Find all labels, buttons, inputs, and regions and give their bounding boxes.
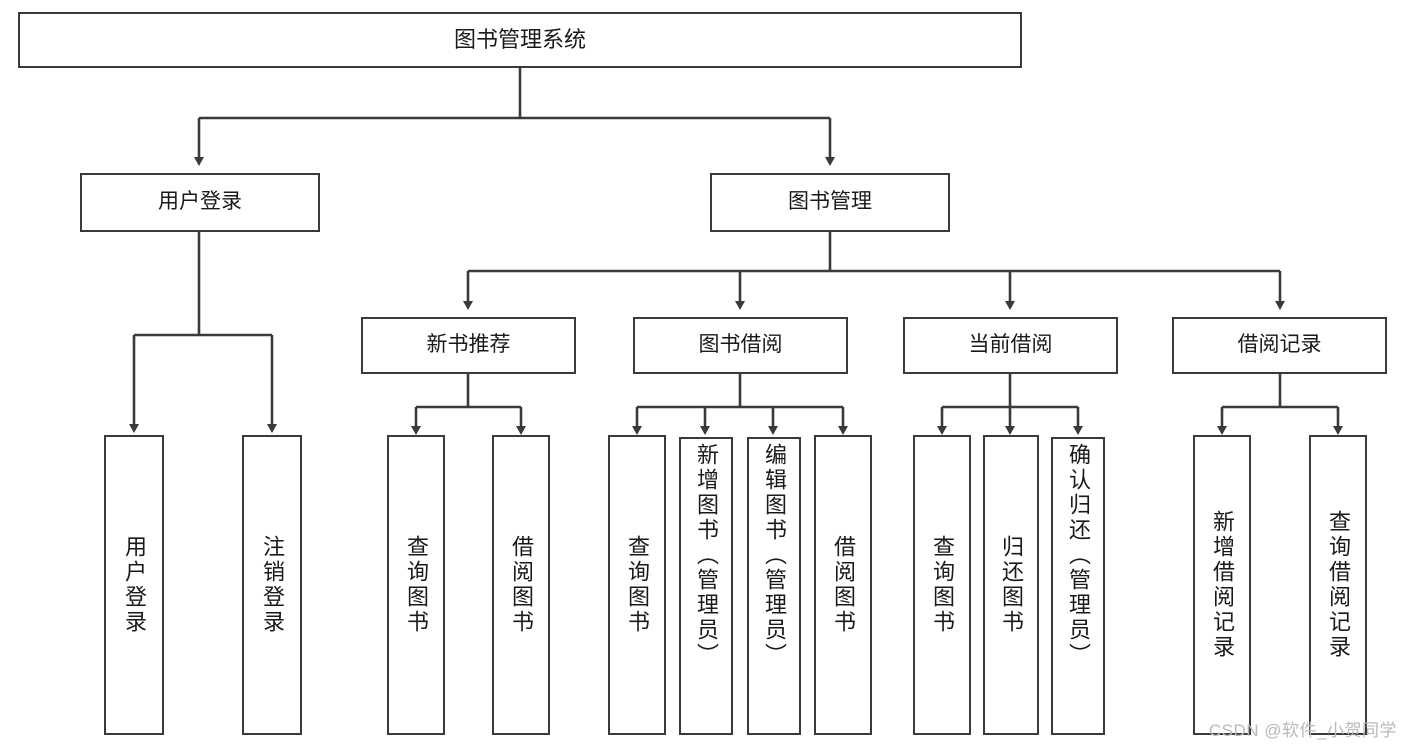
node-current-borrow-label: 当前借阅 bbox=[968, 333, 1053, 357]
node-book-borrow-label: 图书借阅 bbox=[698, 333, 783, 357]
node-leaf-query-book-2-label: 查询图书 bbox=[625, 535, 650, 635]
node-leaf-edit-book-label: 编辑图书（管理员） bbox=[762, 443, 787, 668]
watermark-text: CSDN @软件_小贺同学 bbox=[1208, 721, 1397, 740]
node-leaf-borrow-book-2-label: 借阅图书 bbox=[831, 535, 856, 635]
node-root[interactable]: 图书管理系统 bbox=[18, 12, 1022, 68]
node-leaf-return-book-label: 归还图书 bbox=[999, 535, 1024, 635]
node-leaf-confirm-return-label: 确认归还（管理员） bbox=[1066, 443, 1091, 668]
node-leaf-add-record-label: 新增借阅记录 bbox=[1210, 510, 1235, 660]
node-leaf-query-record-label: 查询借阅记录 bbox=[1326, 510, 1351, 660]
node-borrow-record-label: 借阅记录 bbox=[1237, 333, 1322, 357]
node-new-book-recommend[interactable]: 新书推荐 bbox=[361, 317, 576, 374]
node-current-borrow[interactable]: 当前借阅 bbox=[903, 317, 1118, 374]
node-leaf-query-book-2[interactable]: 查询图书 bbox=[608, 435, 666, 735]
node-borrow-record[interactable]: 借阅记录 bbox=[1172, 317, 1387, 374]
node-book-management[interactable]: 图书管理 bbox=[710, 173, 950, 232]
node-leaf-query-record[interactable]: 查询借阅记录 bbox=[1309, 435, 1367, 735]
node-leaf-add-book[interactable]: 新增图书（管理员） bbox=[679, 437, 733, 735]
node-leaf-query-book-1-label: 查询图书 bbox=[404, 535, 429, 635]
node-leaf-edit-book[interactable]: 编辑图书（管理员） bbox=[747, 437, 801, 735]
node-leaf-borrow-book-2[interactable]: 借阅图书 bbox=[814, 435, 872, 735]
node-book-management-label: 图书管理 bbox=[788, 190, 872, 214]
node-user-login-label: 用户登录 bbox=[158, 190, 242, 214]
node-leaf-query-book-1[interactable]: 查询图书 bbox=[387, 435, 445, 735]
node-leaf-confirm-return[interactable]: 确认归还（管理员） bbox=[1051, 437, 1105, 735]
node-leaf-logout[interactable]: 注销登录 bbox=[242, 435, 302, 735]
node-leaf-query-book-3-label: 查询图书 bbox=[930, 535, 955, 635]
node-user-login[interactable]: 用户登录 bbox=[80, 173, 320, 232]
node-leaf-logout-label: 注销登录 bbox=[260, 535, 285, 635]
node-new-book-recommend-label: 新书推荐 bbox=[426, 333, 511, 357]
node-leaf-user-login-label: 用户登录 bbox=[122, 535, 147, 635]
node-leaf-borrow-book-1-label: 借阅图书 bbox=[509, 535, 534, 635]
node-book-borrow[interactable]: 图书借阅 bbox=[633, 317, 848, 374]
node-leaf-return-book[interactable]: 归还图书 bbox=[983, 435, 1039, 735]
node-leaf-user-login[interactable]: 用户登录 bbox=[104, 435, 164, 735]
node-leaf-borrow-book-1[interactable]: 借阅图书 bbox=[492, 435, 550, 735]
node-leaf-query-book-3[interactable]: 查询图书 bbox=[913, 435, 971, 735]
node-root-label: 图书管理系统 bbox=[453, 27, 586, 53]
node-leaf-add-record[interactable]: 新增借阅记录 bbox=[1193, 435, 1251, 735]
node-leaf-add-book-label: 新增图书（管理员） bbox=[694, 443, 719, 668]
